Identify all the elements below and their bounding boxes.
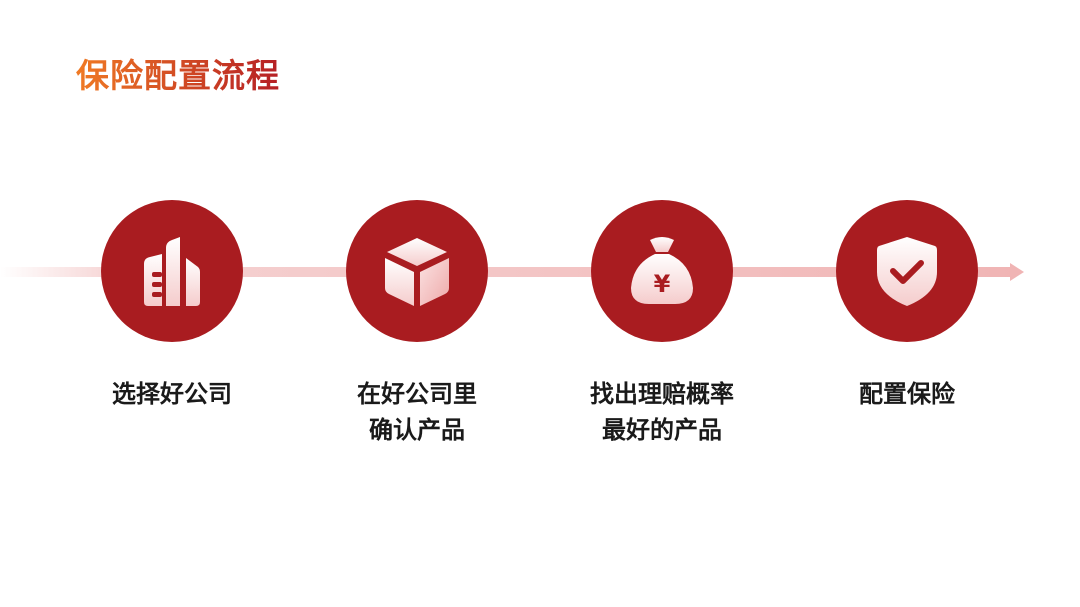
step-circle: ¥	[591, 200, 733, 342]
step-circle	[836, 200, 978, 342]
step-label: 找出理赔概率 最好的产品	[542, 376, 782, 448]
step-label-line: 最好的产品	[602, 416, 722, 444]
building-icon	[144, 237, 200, 306]
page-title: 保险配置流程	[76, 54, 280, 98]
flow-arrow	[0, 263, 1024, 281]
step-label-line: 在好公司里	[357, 380, 477, 408]
shield-check-icon	[877, 237, 937, 306]
step-label: 在好公司里 确认产品	[297, 376, 537, 448]
yen-symbol: ¥	[654, 270, 671, 298]
step-label-line: 配置保险	[859, 380, 955, 408]
cube-icon	[385, 238, 449, 306]
step-label-line: 确认产品	[369, 416, 465, 444]
step-label-line: 找出理赔概率	[590, 380, 734, 408]
step-label: 配置保险	[787, 376, 1027, 412]
step-label-line: 选择好公司	[112, 380, 232, 408]
step-circle	[346, 200, 488, 342]
step-label: 选择好公司	[52, 376, 292, 412]
money-bag-icon: ¥	[631, 237, 693, 304]
step-circle	[101, 200, 243, 342]
